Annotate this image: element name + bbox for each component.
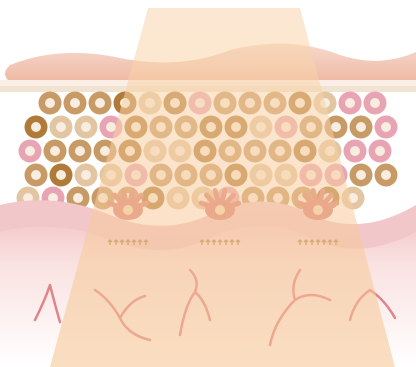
cell-nucleus: [106, 122, 116, 132]
cell-nucleus: [56, 170, 66, 180]
cell-nucleus: [31, 170, 41, 180]
cell-nucleus: [370, 98, 380, 108]
cell-nucleus: [45, 98, 55, 108]
cell-nucleus: [75, 146, 85, 156]
cell-nucleus: [356, 122, 366, 132]
cell-nucleus: [81, 122, 91, 132]
cell-nucleus: [331, 122, 341, 132]
cell-nucleus: [81, 170, 91, 180]
cell-nucleus: [56, 122, 66, 132]
cell-nucleus: [345, 98, 355, 108]
cell-nucleus: [25, 146, 35, 156]
cell-nucleus: [95, 98, 105, 108]
cell-nucleus: [73, 193, 83, 203]
cell-nucleus: [31, 122, 41, 132]
cell-nucleus: [50, 146, 60, 156]
cell-nucleus: [381, 170, 391, 180]
cell-nucleus: [381, 122, 391, 132]
cell-nucleus: [356, 170, 366, 180]
cell-nucleus: [375, 146, 385, 156]
cell-nucleus: [350, 146, 360, 156]
cell-nucleus: [70, 98, 80, 108]
